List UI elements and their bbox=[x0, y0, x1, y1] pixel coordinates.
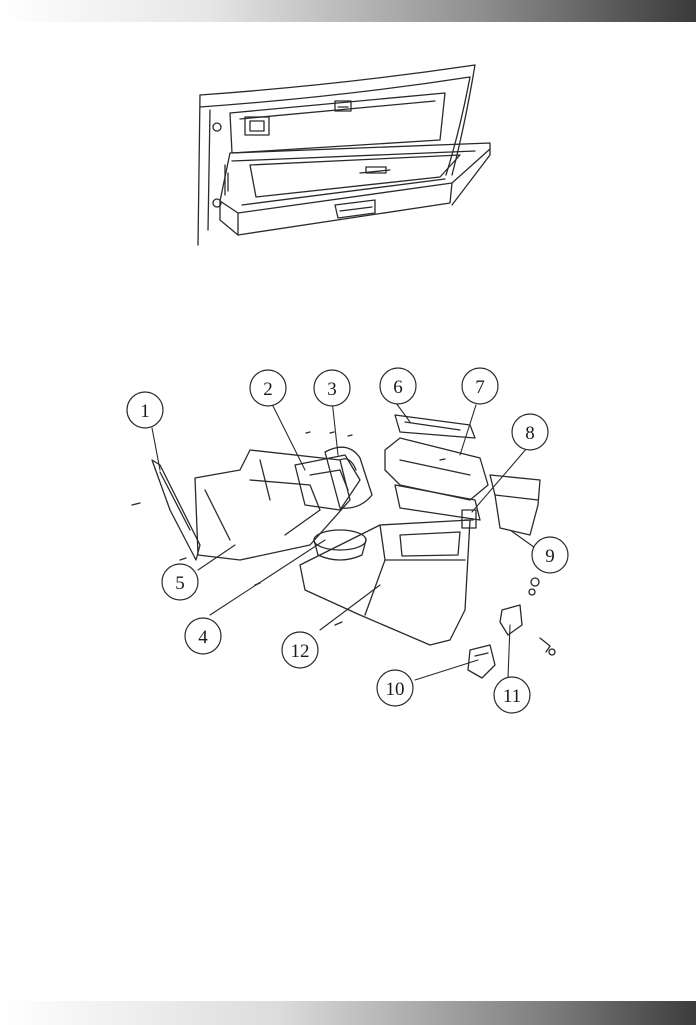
callout-7: 7 bbox=[475, 377, 485, 398]
part-7-armrest-lid bbox=[384, 437, 489, 501]
footer-gradient-band bbox=[0, 1001, 696, 1025]
header-gradient-band bbox=[0, 0, 696, 22]
callout-9: 9 bbox=[545, 546, 555, 567]
callout-8: 8 bbox=[525, 423, 535, 444]
part-5-front-console bbox=[194, 449, 351, 561]
part-12-rear-console bbox=[299, 519, 471, 646]
glove-box-illustration bbox=[190, 55, 500, 250]
callout-6: 6 bbox=[393, 377, 403, 398]
center-console-exploded-diagram: 1 2 3 6 7 8 9 5 4 12 10 11 bbox=[110, 360, 580, 720]
callout-11: 11 bbox=[503, 686, 521, 707]
callout-2: 2 bbox=[263, 379, 273, 400]
part-10-switch-bracket bbox=[467, 644, 496, 679]
callout-1: 1 bbox=[140, 401, 150, 422]
callout-10: 10 bbox=[386, 679, 405, 700]
callout-12: 12 bbox=[291, 641, 310, 662]
callout-5: 5 bbox=[175, 573, 185, 594]
part-11-bracket bbox=[499, 604, 523, 636]
callout-4: 4 bbox=[198, 627, 208, 648]
callout-3: 3 bbox=[327, 379, 337, 400]
part-2-shift-bezel bbox=[294, 454, 361, 511]
part-3-shift-boot bbox=[324, 446, 373, 509]
part-6-armrest-trim bbox=[394, 414, 476, 439]
